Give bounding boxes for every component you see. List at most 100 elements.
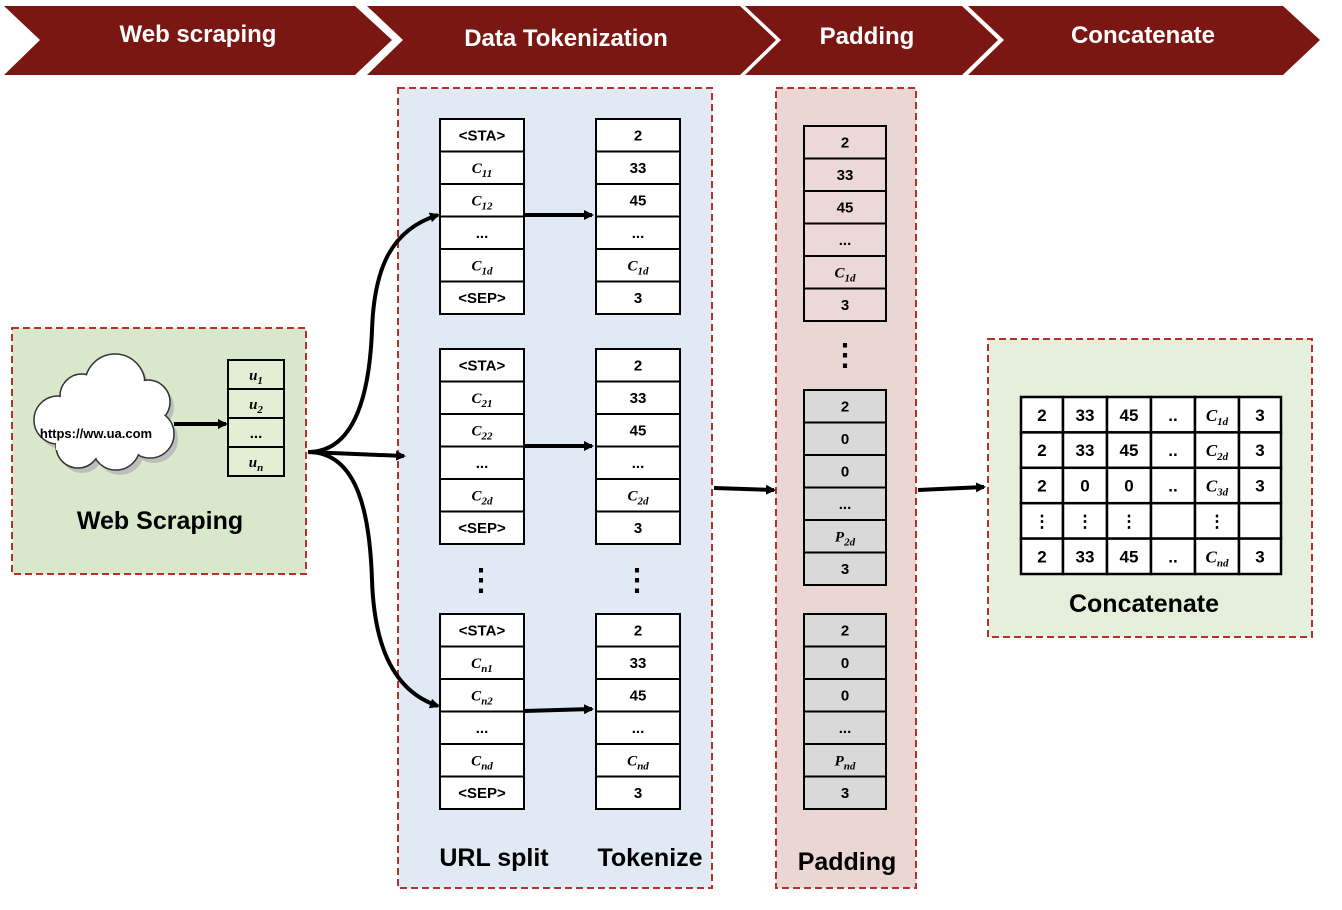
header-step-4-shape — [968, 6, 1320, 75]
matrix-cell-text: 3 — [1255, 406, 1264, 425]
padding-column-3-cell — [803, 775, 887, 810]
token-column-3-cell — [595, 678, 681, 713]
header-step-2-shape — [367, 6, 776, 75]
token-column-3-cell-text: 2 — [634, 623, 642, 640]
url-split-column-1-cell — [439, 150, 525, 185]
url-split-column-1-cell — [439, 248, 525, 283]
cell-columns: u1u2...un<STA>C11C12...C1d<SEP>23345...C… — [227, 118, 1283, 810]
token-column-2-cell-text: 3 — [634, 520, 642, 537]
token-column-3-cell — [595, 743, 681, 778]
matrix-cell — [1105, 501, 1153, 540]
url-split-column-2-cell — [439, 445, 525, 480]
header-step-padding: Padding — [820, 23, 915, 50]
url-split-column-2-cell-text: <STA> — [459, 358, 506, 375]
padding-column-2-cell-text: 2 — [841, 399, 849, 416]
url-split-column-1-cell-text: C12 — [471, 194, 493, 213]
matrix-cell — [1237, 431, 1283, 470]
token-column-1-cell-text: 45 — [630, 193, 647, 210]
padding-column-1-cell-text: 45 — [837, 200, 854, 217]
matrix-cell — [1149, 431, 1197, 470]
padding-column-3-cell — [803, 710, 887, 745]
url-split-column-2-cell-text: <SEP> — [458, 520, 506, 537]
padding-column-2-cell-text: ... — [839, 496, 852, 513]
url-split-column-3-cell-text: ... — [476, 720, 489, 737]
matrix-cell-text: .. — [1168, 406, 1177, 425]
matrix-cell — [1193, 431, 1241, 470]
token-column-3-cell — [595, 645, 681, 680]
token-column-1-cell-text: C1d — [627, 259, 649, 278]
padding-column-2-cell — [803, 421, 887, 456]
url-list-cell-text: u2 — [249, 397, 263, 416]
url-list-cell — [227, 359, 285, 390]
arrow-urls-to-group-n — [307, 450, 440, 709]
padding-column-1-cell-text: 33 — [837, 167, 854, 184]
token-column-3-cell-text: 3 — [634, 785, 642, 802]
matrix-cell-text: C1d — [1206, 406, 1229, 428]
url-split-column-3-cell — [439, 613, 525, 648]
matrix-cell-text: 33 — [1076, 406, 1095, 425]
url-split-column-3-cell-text: Cnd — [471, 754, 493, 773]
matrix-cell — [1193, 395, 1241, 434]
padding-column-2-cell — [803, 486, 887, 521]
padding-column-1-cell-text: 3 — [841, 297, 849, 314]
matrix-cell — [1019, 466, 1065, 505]
token-column-2-cell-text: ... — [632, 455, 645, 472]
padding-column-1-cell-text: 2 — [841, 135, 849, 152]
token-column-3-cell — [595, 710, 681, 745]
web-scraping-label: Web Scraping — [77, 507, 243, 535]
matrix-cell-text: ⋮ — [1209, 512, 1226, 531]
padding-column-3-cell-text: 0 — [841, 688, 849, 705]
url-list-cell-text: u1 — [249, 368, 263, 387]
padding-column-3-cell-text: ... — [839, 720, 852, 737]
padding-column-2-cell-text: 3 — [841, 561, 849, 578]
url-list-cell-text: un — [249, 455, 263, 474]
matrix-cell-text: 2 — [1037, 547, 1046, 566]
matrix-cell — [1149, 466, 1197, 505]
tokenize-ellipsis: ⋮ — [622, 564, 652, 597]
url-split-column-2-cell — [439, 348, 525, 383]
token-column-1-cell-text: 3 — [634, 290, 642, 307]
padding-column-1-cell — [803, 157, 887, 192]
padding-column-3-cell-text: Pnd — [835, 754, 856, 773]
padding-column-3-cell — [803, 645, 887, 680]
arrow-padding-to-concatenate — [917, 482, 986, 493]
matrix-cell — [1105, 537, 1153, 576]
padding-column-3-cell-text: 2 — [841, 623, 849, 640]
token-column-2-cell — [595, 478, 681, 513]
padding-column-3-cell — [803, 613, 887, 648]
matrix-cell-text: .. — [1168, 441, 1177, 460]
matrix-cell-text: 2 — [1037, 406, 1046, 425]
matrix-cell-text: 2 — [1037, 441, 1046, 460]
padding-label: Padding — [798, 848, 897, 876]
token-column-2-cell-text: C2d — [627, 489, 649, 508]
padding-column-1-cell-text: ... — [839, 232, 852, 249]
token-column-2-cell — [595, 413, 681, 448]
cloud-url-text: https://ww.ua.com — [40, 426, 152, 441]
token-column-3-cell-text: 45 — [630, 688, 647, 705]
matrix-cell-text: 33 — [1076, 547, 1095, 566]
matrix-cell-text: Cnd — [1206, 547, 1229, 569]
arrow-urls-to-group-1 — [307, 212, 440, 454]
url-split-column-1-cell — [439, 280, 525, 315]
matrix-cell-text: 33 — [1076, 441, 1095, 460]
header-steps: Web scraping Data Tokenization Padding C… — [4, 6, 1320, 75]
token-column-2-cell — [595, 348, 681, 383]
padding-column-2-cell-text: 0 — [841, 464, 849, 481]
matrix-cell-text: 3 — [1255, 441, 1264, 460]
token-column-1-cell — [595, 248, 681, 283]
token-column-3-cell — [595, 613, 681, 648]
padding-column-2-cell — [803, 551, 887, 586]
matrix-cell — [1237, 466, 1283, 505]
url-split-column-2-cell-text: ... — [476, 455, 489, 472]
matrix-cell-text: ⋮ — [1077, 512, 1094, 531]
matrix-cell-text: 45 — [1120, 406, 1139, 425]
header-step-3-shape — [745, 6, 998, 75]
url-split-column-1-cell-text: C11 — [472, 161, 492, 180]
url-split-column-3-cell-text: <SEP> — [458, 785, 506, 802]
